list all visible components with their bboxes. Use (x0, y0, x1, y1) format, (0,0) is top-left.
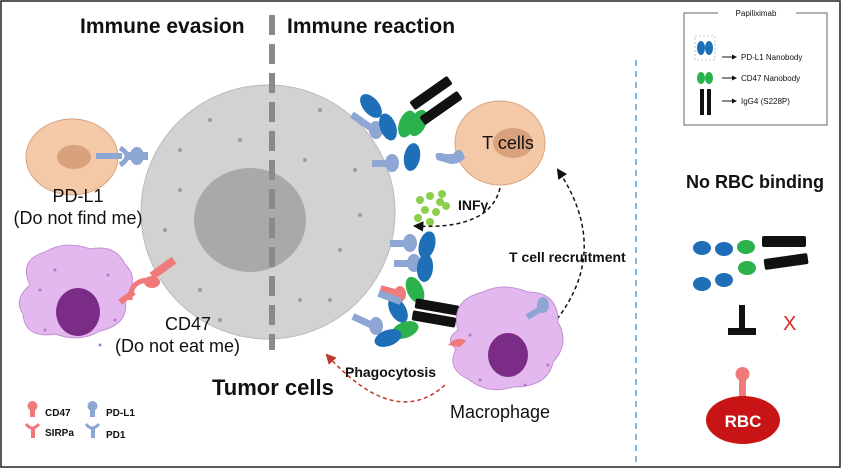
label-t-cells: T cells (482, 133, 534, 153)
tumor-nucleus (194, 168, 306, 272)
heading-immune-reaction: Immune reaction (287, 15, 455, 38)
phagocytosis-arrow (325, 353, 446, 403)
legend-pd1-label: PD1 (106, 430, 126, 441)
legend-box-title: Papiliximab (736, 9, 777, 18)
label-cd47: CD47 (165, 314, 211, 334)
papiliximab-molecule-right (693, 236, 809, 291)
heading-tumor-cells: Tumor cells (212, 375, 334, 400)
label-rbc: RBC (725, 412, 762, 431)
tumor-cell (140, 84, 396, 340)
macrophage-left (18, 244, 133, 347)
t-cell-right (454, 100, 546, 186)
legend-pdl1-icon (87, 401, 98, 417)
inhibition-symbol (728, 305, 756, 335)
papiliximab-legend-box: Papiliximab PD-L1 Nanobody CD47 Nanobody… (683, 7, 828, 126)
legend-item-pdl1-nanobody: PD-L1 Nanobody (741, 53, 802, 62)
infg-dots (414, 190, 450, 226)
rbc (706, 367, 780, 444)
legend-cd47-nanobody-icon (697, 72, 713, 84)
papiliximab-lower (351, 231, 460, 347)
sirpa-on-macrophage (448, 297, 549, 347)
label-macrophage: Macrophage (450, 402, 550, 422)
legend-cd47-label: CD47 (45, 408, 71, 419)
legend-pdl1-nanobody-icon (694, 35, 716, 61)
pd1-pdl1-interaction (96, 145, 148, 168)
legend-bottom: CD47 SIRPa PD-L1 PD1 (24, 401, 135, 441)
legend-igg4-icon (700, 89, 711, 115)
x-mark: X (783, 313, 796, 335)
pdl1-t-cell (25, 118, 119, 196)
heading-immune-evasion: Immune evasion (80, 15, 245, 38)
legend-item-cd47-nanobody: CD47 Nanobody (741, 74, 800, 83)
label-t-cell-recruitment: T cell recruitment (509, 249, 626, 265)
infg-arrow (412, 187, 501, 232)
heading-no-rbc-binding: No RBC binding (686, 172, 824, 192)
legend-pdl1-label: PD-L1 (106, 408, 135, 419)
cd47-sirpa-interaction (118, 256, 177, 305)
pd1-on-t-cell (435, 149, 465, 164)
tumor-speckles (163, 108, 362, 322)
recruitment-arrow (547, 168, 585, 331)
papiliximab-upper (349, 76, 462, 172)
label-phagocytosis: Phagocytosis (345, 364, 436, 380)
legend-sirpa-label: SIRPa (45, 428, 74, 439)
label-pdl1: PD-L1 (52, 186, 103, 206)
legend-pd1-icon (84, 422, 101, 438)
legend-item-igg4: IgG4 (S228P) (741, 97, 790, 106)
label-cd47-sub: (Do not eat me) (115, 336, 240, 356)
legend-sirpa-icon (24, 422, 41, 438)
legend-cd47-icon (27, 401, 38, 417)
label-pdl1-sub: (Do not find me) (13, 208, 142, 228)
label-infg: INFγ (458, 197, 489, 213)
